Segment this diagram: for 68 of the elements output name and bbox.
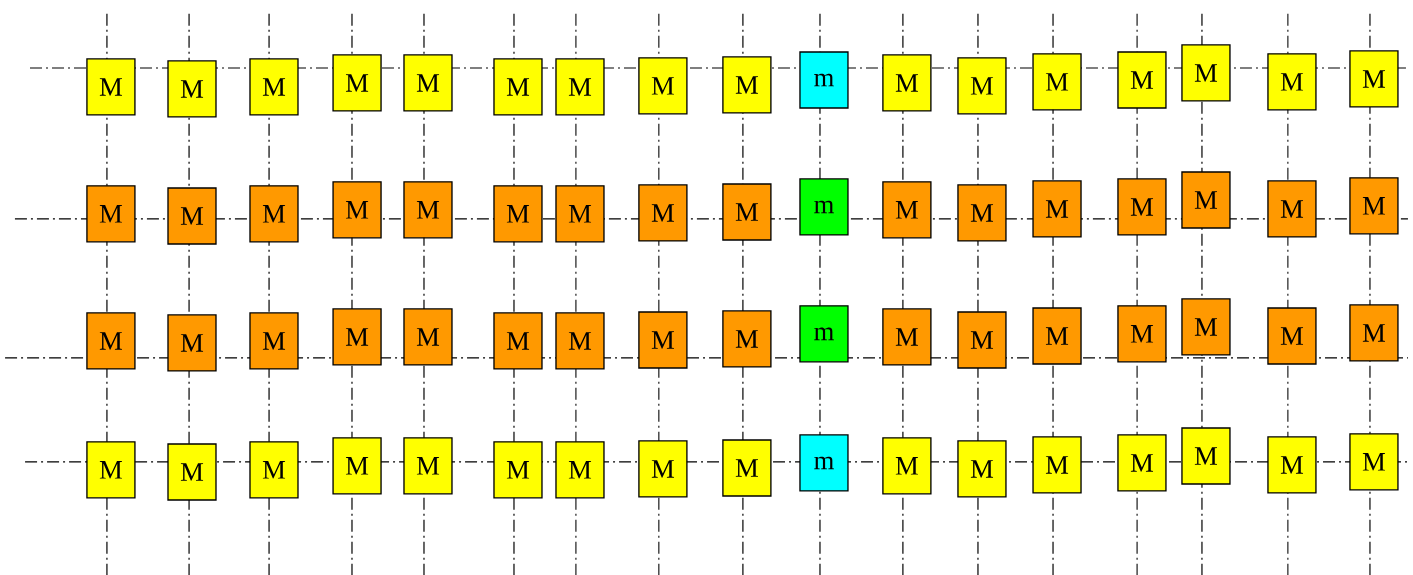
module-box: m [799,178,849,236]
module-box: M [722,310,772,368]
module-box: M [638,440,688,498]
module-box: M [1181,298,1231,356]
module-box: M [1181,44,1231,102]
module-box: M [86,312,136,370]
module-box: M [1117,305,1167,363]
module-box: M [555,441,605,499]
module-box: M [86,58,136,116]
module-box: M [1032,180,1082,238]
module-box: M [249,441,299,499]
module-box: M [86,441,136,499]
module-box: M [1117,434,1167,492]
module-box: M [957,57,1007,115]
module-box: M [722,439,772,497]
module-box: m [799,305,849,363]
module-box: M [1117,51,1167,109]
module-box: M [882,54,932,112]
module-box: M [403,181,453,239]
module-box: m [799,51,849,109]
module-box: M [555,312,605,370]
module-box: M [493,312,543,370]
module-box: M [957,311,1007,369]
module-box: M [1267,53,1317,111]
module-box: M [403,308,453,366]
module-box: M [1349,433,1399,491]
module-box: M [1181,427,1231,485]
module-box: M [167,314,217,372]
module-box: M [493,441,543,499]
module-box: M [332,308,382,366]
module-box: M [403,54,453,112]
module-box: M [1032,53,1082,111]
module-box: M [1267,307,1317,365]
module-box: M [1267,436,1317,494]
module-box: M [957,440,1007,498]
module-box: M [493,58,543,116]
module-box: M [1181,171,1231,229]
module-box: M [722,183,772,241]
module-box: M [249,58,299,116]
module-box: M [1349,177,1399,235]
module-box: M [555,185,605,243]
module-box: M [1349,304,1399,362]
module-box: M [167,60,217,118]
module-box: M [493,185,543,243]
module-box: M [249,185,299,243]
module-box: M [249,312,299,370]
module-box: M [332,437,382,495]
module-box: M [1267,180,1317,238]
module-box: M [332,181,382,239]
module-box: M [167,443,217,501]
module-box: M [882,437,932,495]
module-box: M [403,437,453,495]
module-box: M [167,187,217,245]
module-box: M [638,311,688,369]
module-box: M [1032,307,1082,365]
module-box: M [882,308,932,366]
module-box: M [722,56,772,114]
module-box: M [882,181,932,239]
module-box: M [555,58,605,116]
module-box: M [1349,50,1399,108]
module-box: M [1117,178,1167,236]
module-box: M [1032,436,1082,494]
module-box: m [799,434,849,492]
module-box: M [332,54,382,112]
module-box: M [957,184,1007,242]
module-box: M [638,57,688,115]
module-box: M [638,184,688,242]
module-box: M [86,185,136,243]
